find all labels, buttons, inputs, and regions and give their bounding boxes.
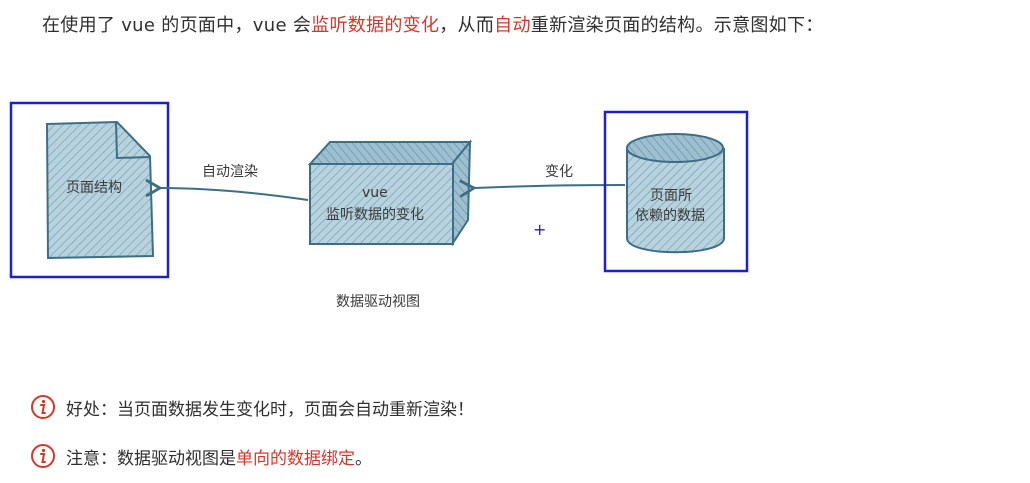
plus-mark: +: [533, 220, 547, 239]
diagram-caption: 数据驱动视图: [336, 294, 420, 310]
data-driven-view-diagram: 页面结构 自动渲染 vue 监听数据的变化 变化 页面所 依赖的数据 + 数据驱…: [0, 60, 1030, 350]
intro-part-1: 在使用了 vue 的页面中，vue 会: [42, 15, 312, 36]
page-data-cylinder-icon: [626, 133, 725, 254]
page-structure-document-icon: [45, 120, 155, 260]
auto-render-label: 自动渲染: [202, 164, 258, 180]
auto-render-arrow: [145, 178, 309, 201]
note-benefit: 好处：当页面数据发生变化时，页面会自动重新渲染！: [30, 394, 474, 420]
intro-highlight-auto: 自动: [494, 15, 531, 36]
intro-highlight-watch: 监听数据的变化: [311, 15, 440, 36]
note-attention-prefix: 注意：数据驱动视图是: [66, 448, 236, 469]
change-label: 变化: [545, 164, 573, 180]
data-label-line-1: 页面所: [650, 188, 692, 204]
intro-part-3: 重新渲染页面的结构。示意图如下：: [530, 15, 824, 36]
note-attention-highlight: 单向的数据绑定: [236, 448, 355, 469]
page-data-selection-box: [603, 110, 749, 273]
info-icon: [31, 444, 55, 468]
info-icon: [31, 395, 55, 419]
page-structure-selection-box: [9, 101, 170, 279]
note-attention-suffix: 。: [355, 448, 372, 469]
note-benefit-text: 好处：当页面数据发生变化时，页面会自动重新渲染！: [66, 399, 474, 420]
vue-box-icon: [307, 139, 473, 247]
vue-label: vue: [362, 185, 388, 201]
intro-text: 在使用了 vue 的页面中，vue 会监听数据的变化，从而自动重新渲染页面的结构…: [42, 11, 824, 37]
note-attention: 注意：数据驱动视图是单向的数据绑定。: [30, 443, 372, 469]
diagram-canvas: [9, 101, 749, 279]
vue-sub-label: 监听数据的变化: [326, 207, 424, 223]
intro-part-2: ，从而: [439, 15, 495, 36]
data-label-line-2: 依赖的数据: [635, 208, 705, 224]
page-structure-label: 页面结构: [66, 180, 122, 196]
change-arrow: [459, 179, 626, 198]
